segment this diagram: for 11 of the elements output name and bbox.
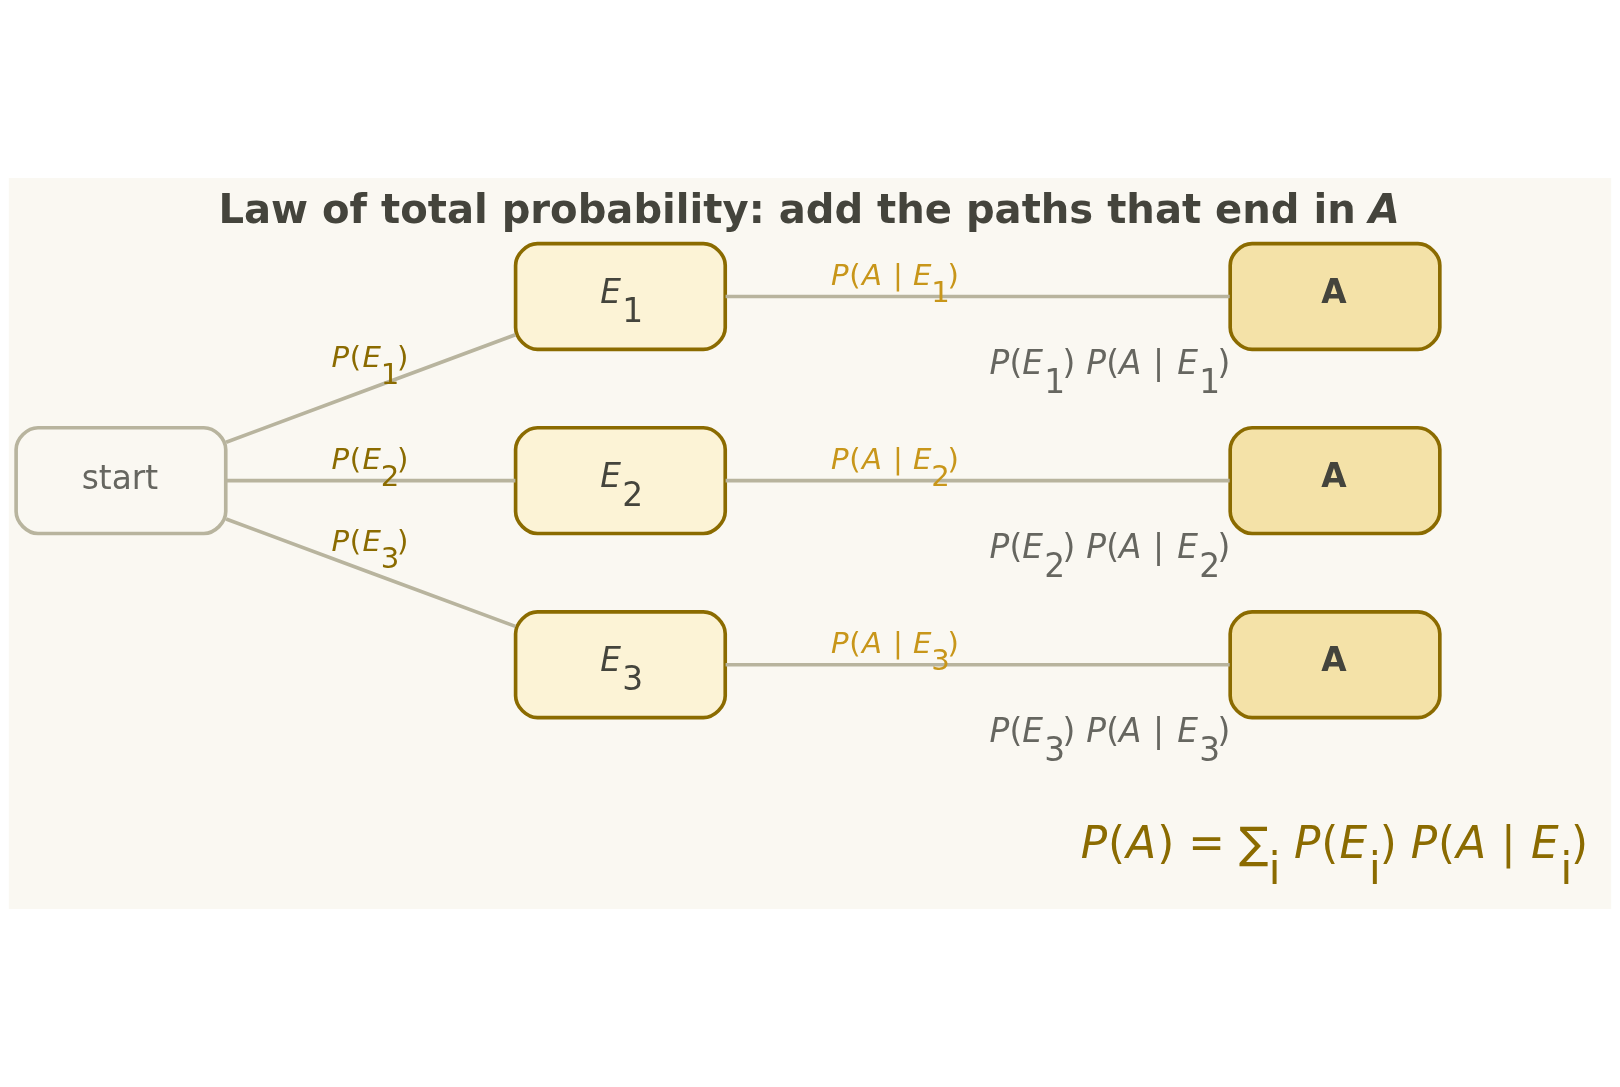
connector [225, 333, 516, 444]
connector [226, 478, 516, 483]
connector [725, 662, 1230, 667]
connector [725, 478, 1230, 483]
connector [225, 517, 516, 629]
node-box: start [14, 425, 228, 536]
diagram-title: Law of total probability: add the paths that end in A [218, 185, 1400, 232]
node-box: A [1228, 610, 1442, 720]
connector [725, 294, 1230, 299]
node-box: A [1228, 241, 1442, 352]
node-box: A [1228, 425, 1442, 536]
